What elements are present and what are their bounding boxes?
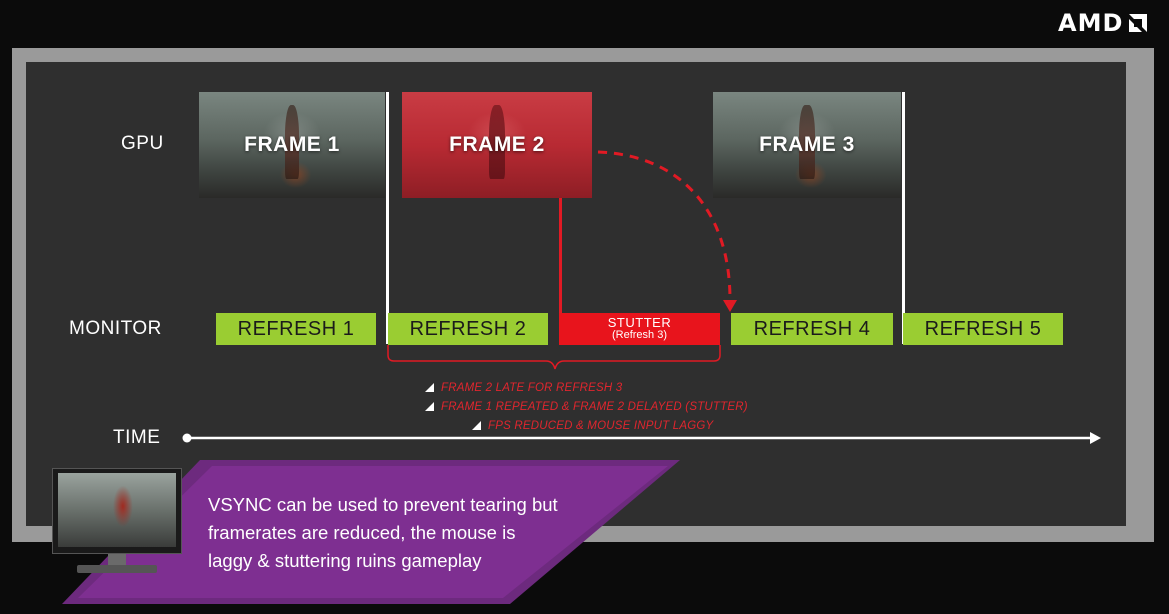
note-item: FRAME 2 LATE FOR REFRESH 3 [425,378,748,397]
amd-arrow-icon [1129,14,1148,32]
callout-line: laggy & stuttering ruins gameplay [208,550,482,571]
note-text: FRAME 2 LATE FOR REFRESH 3 [441,381,623,394]
amd-logo: AMD [1058,8,1149,38]
callout-line: framerates are reduced, the mouse is [208,522,516,543]
refresh-5: REFRESH 5 [903,313,1063,345]
monitor-icon [52,468,182,578]
frame-3: FRAME 3 [713,92,901,198]
time-row-label: TIME [113,427,161,448]
note-item: FPS REDUCED & MOUSE INPUT LAGGY [472,416,748,435]
monitor-row-label: MONITOR [69,318,162,339]
note-text: FRAME 1 REPEATED & FRAME 2 DELAYED (STUT… [441,400,748,413]
frame-label: FRAME 3 [759,133,855,156]
stutter-sublabel: (Refresh 3) [611,329,668,342]
callout-text: VSYNC can be used to prevent tearing but… [208,491,558,575]
time-axis [182,432,1101,444]
stutter-label: STUTTER [607,315,672,331]
frame2-late-line [559,198,562,313]
triangle-bullet-icon [425,383,434,392]
frame-2: FRAME 2 [402,92,592,198]
note-item: FRAME 1 REPEATED & FRAME 2 DELAYED (STUT… [425,397,748,416]
stutter-bracket [387,345,721,370]
gpu-row-label: GPU [121,133,164,154]
frame-label: FRAME 2 [449,133,545,156]
refresh-2: REFRESH 2 [388,313,548,345]
vsync-line-1 [386,92,389,344]
delay-arrow [597,150,737,312]
note-text: FPS REDUCED & MOUSE INPUT LAGGY [488,419,714,432]
stutter-box: STUTTER (Refresh 3) [559,313,720,345]
vsync-line-2 [902,92,905,344]
triangle-bullet-icon [425,402,434,411]
callout-line: VSYNC can be used to prevent tearing but [208,494,558,515]
refresh-4: REFRESH 4 [731,313,893,345]
refresh-1: REFRESH 1 [216,313,376,345]
triangle-bullet-icon [472,421,481,430]
amd-logo-text: AMD [1058,9,1124,37]
stutter-notes: FRAME 2 LATE FOR REFRESH 3 FRAME 1 REPEA… [425,378,748,435]
frame-label: FRAME 1 [244,133,340,156]
frame-1: FRAME 1 [199,92,385,198]
